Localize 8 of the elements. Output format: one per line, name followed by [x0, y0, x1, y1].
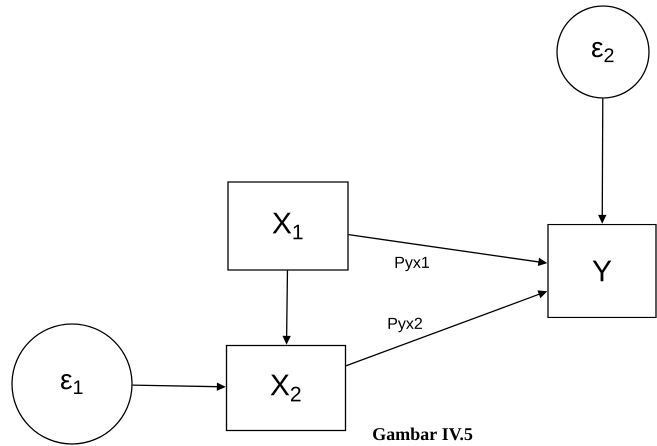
variable-box: X$_{2}$ [226, 344, 346, 432]
caption: Gambar IV.5 [373, 427, 472, 440]
edge-label: Pyx2 [388, 318, 422, 332]
edge-label: Pyx1 [396, 256, 429, 272]
variable-box: X$_{1}$ [227, 181, 349, 271]
circle-node: ε$_{2}$ [556, 5, 650, 99]
variable-box: Y [547, 224, 657, 318]
circle-node: ε$_{1}$ [11, 323, 133, 445]
